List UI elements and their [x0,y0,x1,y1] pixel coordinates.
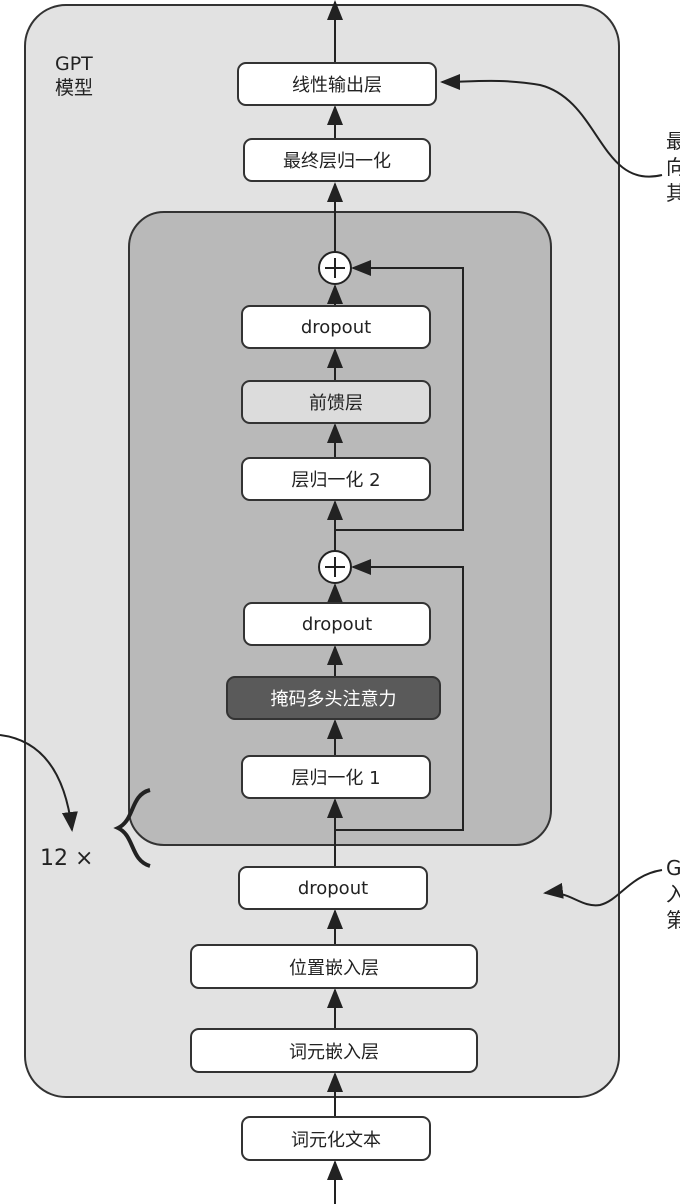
side-note-top-line: 向 [666,155,680,179]
final-layer-norm: 最终层归一化 [243,138,431,182]
layer-norm-2: 层归一化 2 [241,457,431,501]
dropout-embedding: dropout [238,866,428,910]
tokenized-text: 词元化文本 [241,1116,431,1161]
brace-icon [113,788,151,868]
side-note-top-line: 最 [666,129,680,153]
masked-multi-head-attention: 掩码多头注意力 [226,676,441,720]
side-note-bottom: G 入 第 [666,855,680,933]
side-note-top-line: 其 [666,181,680,205]
dropout-mid: dropout [243,602,431,646]
repeat-label: 12 × [40,846,94,871]
layer-norm-1: 层归一化 1 [241,755,431,799]
dropout-top: dropout [241,305,431,349]
linear-output-layer: 线性输出层 [237,62,437,106]
side-note-bottom-line: 第 [666,908,680,932]
positional-embedding-layer: 位置嵌入层 [190,944,478,989]
gpt-label: GPT [55,53,93,75]
side-note-top: 最 向 其 [666,128,680,206]
residual-connection-2 [335,260,464,531]
residual-connection-1 [335,559,464,831]
feed-forward-layer: 前馈层 [241,380,431,424]
side-note-bottom-line: G [666,856,680,880]
token-embedding-layer: 词元嵌入层 [190,1028,478,1073]
model-label: 模型 [55,77,94,99]
side-note-bottom-line: 入 [666,882,680,906]
